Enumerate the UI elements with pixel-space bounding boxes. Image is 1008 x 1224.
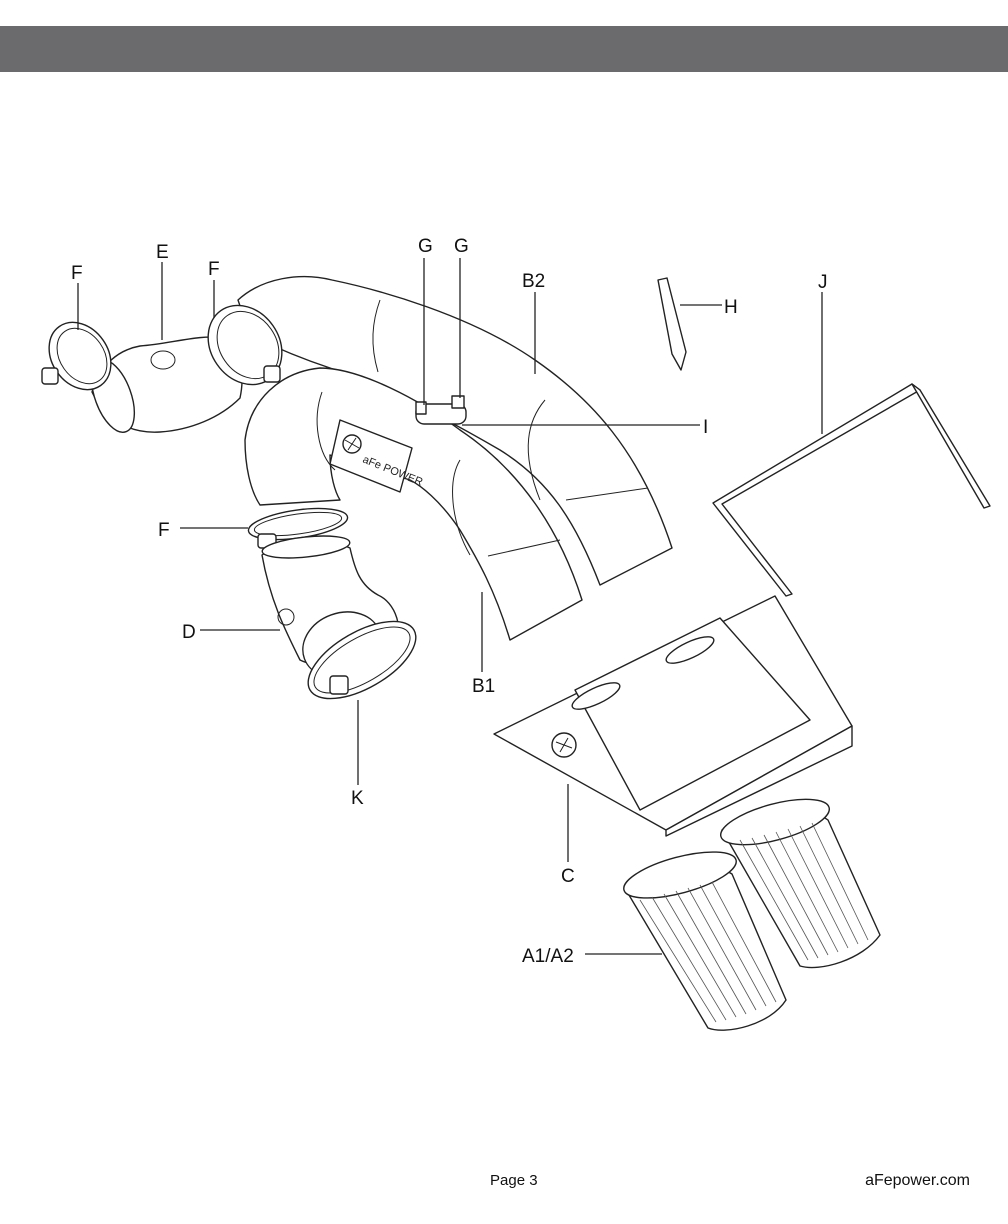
- callout-a1-a2: A1/A2: [522, 946, 574, 967]
- callout-c: C: [561, 866, 575, 887]
- heat-shield-c: [493, 595, 853, 837]
- callout-b2: B2: [522, 271, 545, 292]
- callout-f-upper: F: [208, 259, 220, 280]
- callout-d: D: [182, 622, 196, 643]
- hose-clamp-f-upper: [207, 304, 283, 386]
- air-filter-a1: [623, 851, 787, 1031]
- callout-g-left: G: [418, 236, 433, 257]
- callout-j: J: [818, 272, 828, 293]
- callout-h: H: [724, 297, 738, 318]
- leader-lines: [77, 258, 823, 955]
- callout-k: K: [351, 788, 364, 809]
- website-url: aFepower.com: [865, 1172, 970, 1189]
- support-rod-j: [712, 383, 991, 597]
- callout-f-left: F: [71, 263, 83, 284]
- intake-tube-b1: aFe POWER: [244, 367, 583, 641]
- air-filter-a2: [720, 798, 881, 969]
- header-bar: [0, 26, 1008, 72]
- hose-clamp-k: [307, 620, 417, 700]
- page-number: Page 3: [490, 1172, 538, 1189]
- callout-g-right: G: [454, 236, 469, 257]
- callout-e: E: [156, 242, 169, 263]
- callout-b1: B1: [472, 676, 495, 697]
- sensor-bungs-g: [415, 395, 467, 425]
- callout-i: I: [703, 417, 708, 438]
- tool-h: [657, 277, 687, 371]
- callout-f-middle: F: [158, 520, 170, 541]
- hose-clamp-f-left: [41, 321, 112, 391]
